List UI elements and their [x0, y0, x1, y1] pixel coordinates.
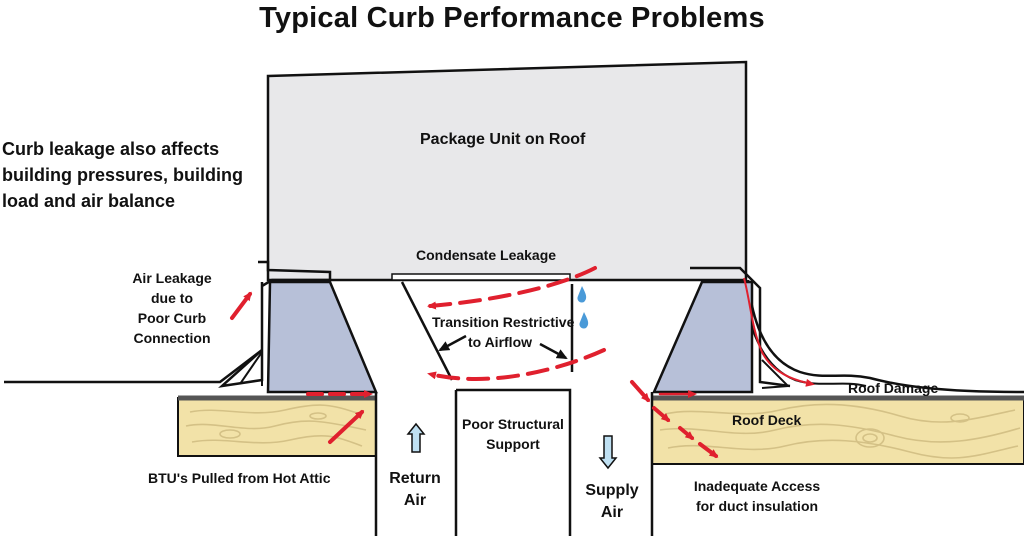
return-air-arrow-icon — [406, 422, 426, 453]
roof-membrane-right — [746, 279, 1024, 394]
curb-right — [652, 266, 791, 394]
transition-label: Transition Restrictive to Airflow — [432, 314, 575, 350]
roof-membrane-left — [4, 349, 263, 384]
air-leakage-label: Air Leakage due to Poor Curb Connection — [132, 270, 212, 346]
condensate-label: Condensate Leakage — [416, 247, 557, 263]
return-air-label: Return Air — [389, 470, 441, 509]
condensate-pan — [391, 273, 571, 281]
roof-deck-right — [651, 395, 1024, 465]
structural-support-label: Poor Structural Support — [462, 416, 564, 452]
supply-air-label: Supply Air — [585, 482, 639, 521]
return-duct — [374, 390, 458, 536]
transition — [400, 281, 574, 381]
supply-air-arrow-icon — [598, 435, 618, 470]
package-unit-label: Package Unit on Roof — [420, 131, 586, 148]
package-unit — [266, 60, 748, 282]
btu-label: BTU's Pulled from Hot Attic — [148, 470, 331, 486]
pointer-arrow-right — [539, 342, 568, 360]
leakage-arrows — [230, 266, 719, 458]
membrane-leak-arrow — [743, 277, 815, 387]
roof-deck-label: Roof Deck — [732, 412, 802, 428]
note-text: Curb leakage also affects building press… — [2, 139, 244, 211]
inadequate-access-label: Inadequate Access for duct insulation — [693, 478, 821, 514]
structural-support — [456, 388, 572, 536]
roof-deck-left — [177, 395, 377, 457]
pointer-arrow-left — [438, 334, 467, 352]
water-drop-icon — [577, 286, 589, 329]
diagram-title: Typical Curb Performance Problems — [259, 2, 765, 34]
roof-damage-label: Roof Damage — [848, 380, 939, 396]
curb-left — [218, 260, 378, 394]
